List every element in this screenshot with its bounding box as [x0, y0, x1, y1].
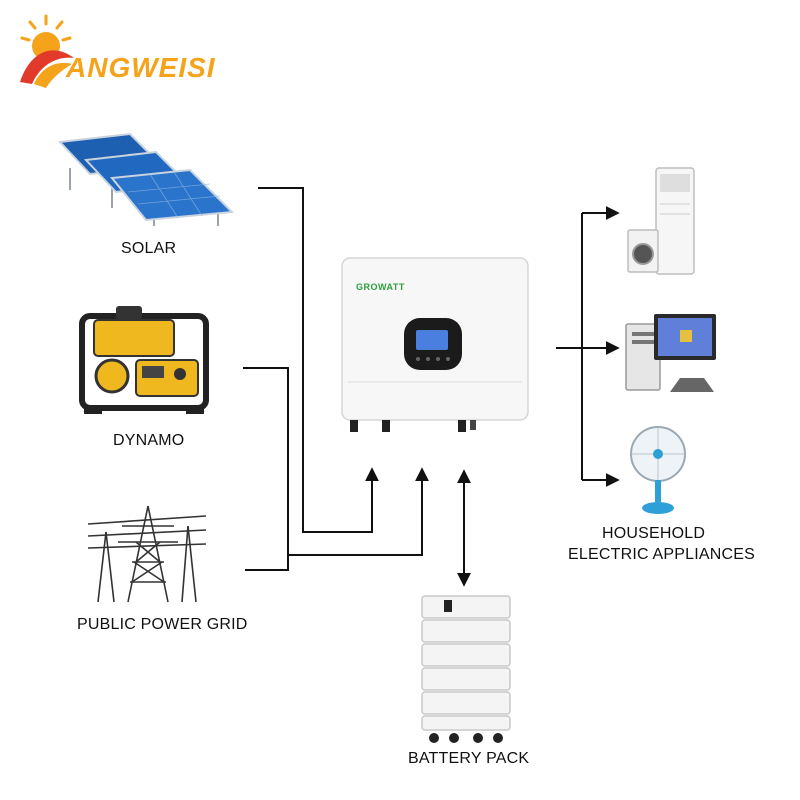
grid-wire: [245, 555, 289, 571]
inverter: GROWATT: [340, 256, 530, 434]
battery-label: BATTERY PACK: [408, 750, 530, 767]
computer-icon: [625, 314, 716, 392]
solar-source: [50, 130, 240, 230]
grid-label: PUBLIC POWER GRID: [77, 616, 248, 633]
battery-pack: [418, 592, 514, 744]
sun-runner-icon: [20, 14, 74, 88]
generator-icon: [79, 306, 209, 414]
dynamo-source: [76, 302, 212, 416]
appliance-fan: [628, 424, 688, 516]
power-tower-icon: [87, 505, 207, 603]
inverter-brand: GROWATT: [356, 282, 405, 292]
appliance-ac-washer: [626, 164, 702, 276]
dynamo-label: DYNAMO: [113, 432, 185, 449]
fan-icon: [630, 426, 686, 514]
loads-title-line2: ELECTRIC APPLIANCES: [568, 546, 755, 563]
solar-wire: [258, 187, 379, 533]
brand-logo-text: ANGWEISI: [66, 52, 216, 83]
solar-panel-icon: [57, 132, 235, 226]
brand-logo: ANGWEISI: [12, 12, 222, 92]
appliance-computer: [624, 312, 720, 394]
loads-title-line1: HOUSEHOLD: [602, 525, 706, 542]
air-conditioner-icon: [627, 167, 695, 275]
battery-stack-icon: [421, 595, 511, 743]
solar-label: SOLAR: [121, 240, 177, 257]
grid-source: [87, 502, 207, 606]
inverter-icon: [341, 257, 529, 432]
